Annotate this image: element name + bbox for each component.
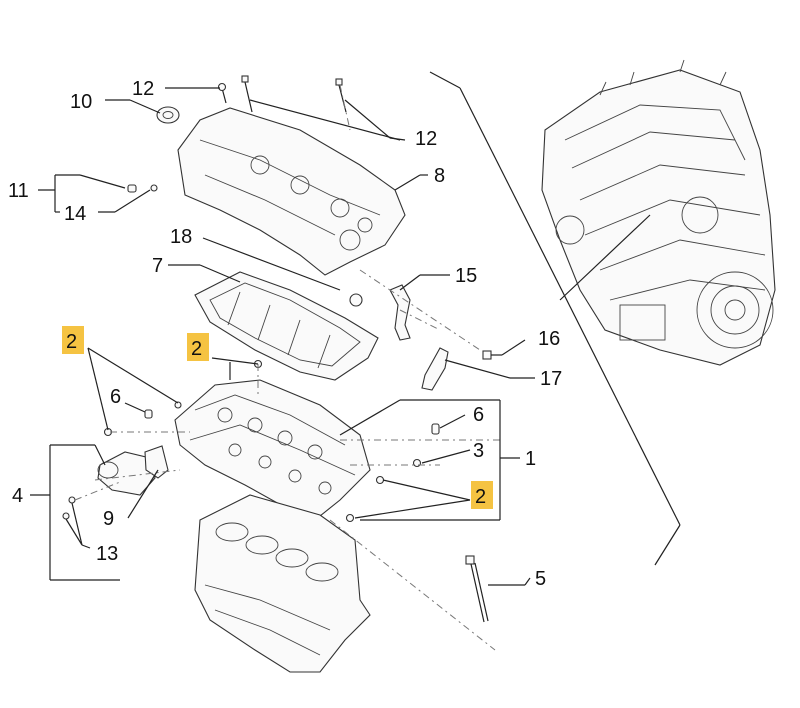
callout-7: 7	[152, 255, 163, 277]
callout-2c: 2	[475, 486, 486, 508]
callout-6-right: 6	[473, 404, 484, 426]
dowel-2-right-lower	[345, 513, 355, 523]
callout-3: 3	[473, 440, 484, 462]
bolt-16	[482, 350, 502, 360]
callout-10: 10	[70, 91, 92, 113]
callout-2a: 2	[66, 331, 77, 353]
callout-14: 14	[64, 203, 86, 225]
plug-and-washer	[127, 184, 158, 193]
callout-16: 16	[538, 328, 560, 350]
callout-9: 9	[103, 508, 114, 530]
callout-2b: 2	[191, 338, 202, 360]
cylinder-head-cover	[177, 107, 406, 276]
assembly-axis-lines	[74, 84, 500, 651]
head-bolt-5	[465, 555, 489, 623]
callout-18: 18	[170, 226, 192, 248]
callout-5: 5	[535, 568, 546, 590]
callout-13: 13	[96, 543, 118, 565]
callout-12-top: 12	[132, 78, 154, 100]
engine-assembly-illustration	[541, 59, 776, 366]
callout-4: 4	[12, 485, 23, 507]
seal-ring	[156, 106, 180, 124]
callout-11: 11	[8, 180, 29, 202]
callout-17: 17	[540, 368, 562, 390]
callout-12-right: 12	[415, 128, 437, 150]
leader-lines	[30, 71, 681, 586]
callout-1: 1	[525, 448, 536, 470]
highlight-badge-2c	[471, 481, 493, 509]
highlight-badge-2b	[187, 333, 209, 361]
bracket-15	[389, 284, 411, 341]
callout-labels: 2 2 2 12 10 12 8 11 14 18 7 15 16 17 6 6…	[8, 78, 562, 590]
dowel-2-right-upper	[375, 475, 385, 485]
plug-6-left	[144, 409, 153, 419]
outlet-gasket-9	[144, 445, 169, 479]
callout-8: 8	[434, 165, 445, 187]
callout-6-left: 6	[110, 386, 121, 408]
sensor-17	[421, 347, 449, 391]
highlight-badge-2a	[62, 326, 84, 354]
engine-block	[194, 494, 371, 673]
callout-15: 15	[455, 265, 477, 287]
cover-bolts	[217, 75, 347, 113]
plug-6-right	[431, 423, 440, 435]
dowel-2-upper-left	[174, 401, 182, 409]
plug-18	[349, 293, 363, 307]
cylinder-head	[174, 379, 371, 521]
cover-gasket	[194, 271, 379, 381]
